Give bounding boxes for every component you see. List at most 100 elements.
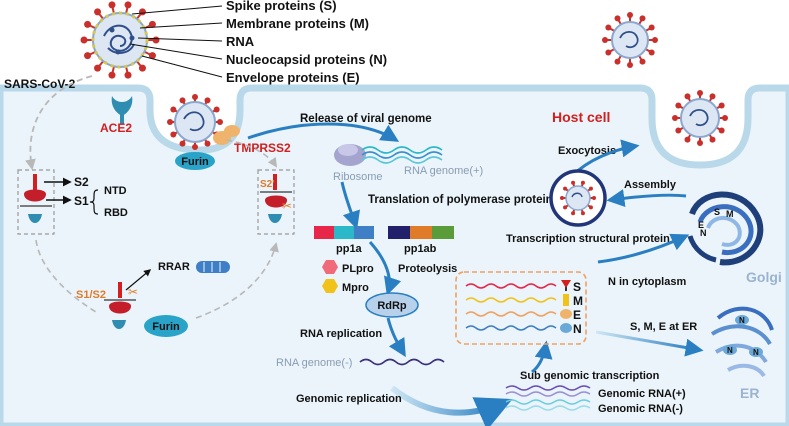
tmprss2-protein [213,125,240,145]
er-label: ER [740,385,759,401]
release-label: Release of viral genome [300,113,432,125]
virus-spike-head [124,1,132,9]
genomic-rna-plus-label: Genomic RNA(+) [598,388,686,400]
virus-spike-head [204,97,211,104]
mpro-label: Mpro [342,282,369,294]
rbd-label: RBD [104,207,128,219]
legend-membrane-label: Membrane proteins (M) [226,16,369,31]
box-s-label: S [573,280,581,294]
entry-dashed-arc [25,75,93,171]
golgi-label: Golgi [746,269,782,285]
translation-arrow [340,181,360,230]
er-arrow [595,330,704,357]
genomic-replication-label: Genomic replication [296,393,402,405]
virus-spike-head [648,24,655,31]
transcription-structural-label: Transcription structural protein [506,233,670,245]
genomic-rna-minus-label: Genomic RNA(-) [598,403,683,415]
virus-spike-head [675,102,682,109]
s2-label: S2 [74,175,89,189]
furin-top-label: Furin [181,156,209,168]
virus-spike-head [602,37,608,43]
ace2-receptor [111,96,133,124]
rrar-label: RRAR [158,261,190,273]
rna-replication-arrow [386,317,406,358]
proteolysis-label: Proteolysis [398,263,457,275]
rna-replication-label: RNA replication [300,328,382,340]
assembly-label: Assembly [624,179,677,191]
right-dashed-arc [195,242,279,319]
furin-bottom-label: Furin [152,321,180,333]
virus-spike-head [614,15,621,22]
plpro-label: PLpro [342,263,374,275]
virus-spike-head [108,1,116,9]
virus-spike-head [718,127,725,134]
virus-spike-head [563,186,568,191]
virus-spike-head [571,211,576,216]
rrar-pointer [125,269,152,291]
virus-spike-head [108,71,116,79]
virus-spike-head [148,52,156,60]
box-n-label: N [573,322,582,336]
virus-spike-head [580,180,585,185]
box-e-label: E [573,308,581,322]
virus-spike-head [709,93,716,100]
subgenomic-box [455,271,587,345]
virus-spike-head [179,97,186,104]
ace2-label: ACE2 [100,121,132,135]
er-n3-label: N [753,348,759,357]
plpro-icon [322,260,338,274]
genomic-rna-strands [505,385,591,411]
ntd-label: NTD [104,185,127,197]
s2-prime-label: S2' [260,179,275,190]
exocytosis-label: Exocytosis [558,145,616,157]
rrar-peptide-icon [196,261,230,273]
endoplasmic-reticulum [710,306,774,378]
furin-top: Furin [175,152,215,170]
rna-genome-minus-label: RNA genome(-) [276,357,352,369]
virus-spike-head [605,24,612,31]
virus-spike-head [639,58,646,65]
pp1ab-bar [388,226,454,239]
pp1ab-label: pp1ab [404,243,437,255]
golgi-apparatus [687,191,764,266]
legend-spike-label: Spike proteins (S) [226,0,337,13]
legend-envelope-label: Envelope proteins (E) [226,70,360,85]
spike-s2prime-icon [260,174,292,223]
virus-spike-head [170,131,177,138]
virus-spike-head [563,205,568,210]
sub-genomic-label: Sub genomic transcription [520,370,660,382]
virus-top-right [602,12,658,68]
furin-bottom: Furin [144,315,188,337]
rdrp-node: RdRp [365,292,419,318]
sme-er-label: S, M, E at ER [630,321,697,333]
golgi-e-label: E [698,220,704,230]
virus-spike-head [80,36,88,44]
rna-genome-plus-strands [361,146,443,164]
er-n-markers [723,315,763,357]
virus-spike-head [588,186,593,191]
release-arrow [247,122,400,142]
virus-spike-head [84,52,92,60]
virus-spike-head [152,36,160,44]
legend-pointer-lines [129,5,223,78]
scissors-s1s2-icon: ✂ [128,285,138,299]
virus-exiting [672,90,728,146]
legend-rna-label: RNA [226,34,255,49]
s1-label: S1 [74,194,89,208]
virus-spike-head [675,127,682,134]
ribosome-label: Ribosome [333,171,383,183]
virus-spike-head [592,196,596,200]
s1s2-label: S1/S2 [76,289,106,301]
virus-spike-head [170,106,177,113]
virus-spike-head [192,94,198,100]
virus-spike-head [148,20,156,28]
sub-genomic-arrow [531,340,553,374]
top-to-s2prime-dashed-arc [225,139,278,168]
virus-spike-head [652,37,658,43]
virus-spike-head [94,8,102,16]
spike-s1s2-cleavage-icon [104,282,136,329]
rna-genome-plus-label: RNA genome(+) [404,165,483,177]
virus-spike-head [605,49,612,56]
er-n1-label: N [739,316,745,325]
virus-spike-head [672,115,678,121]
